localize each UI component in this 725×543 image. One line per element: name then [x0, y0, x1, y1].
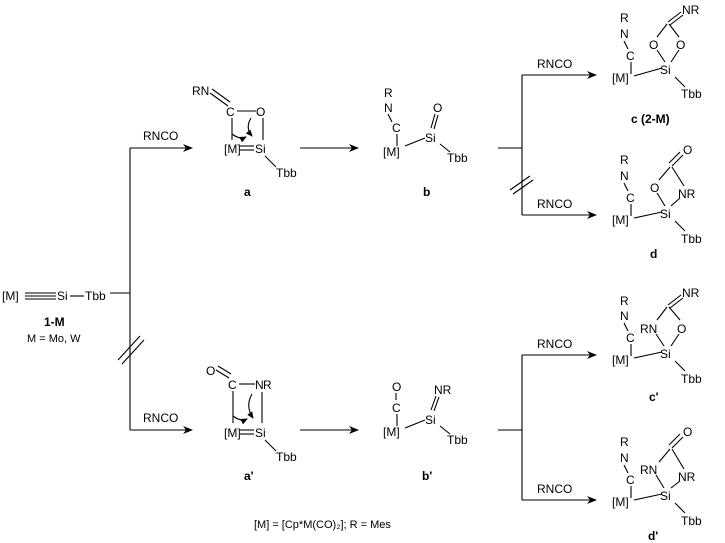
nr-group: NR [678, 187, 696, 201]
metal-atom: [M] [612, 353, 629, 367]
label-a-prime: a' [244, 469, 254, 483]
label-b-prime: b' [422, 469, 432, 483]
reagent-label: RNCO [537, 337, 572, 351]
silicon-atom: Si [425, 413, 436, 427]
rn-group: RN [192, 84, 209, 98]
rn-group: RN [640, 322, 657, 336]
label-c: c (2-M) [631, 112, 670, 126]
intermediate-a: RN C O [M] Si Tbb a [192, 84, 297, 199]
nr-group: NR [434, 383, 452, 397]
reagent-label: RNCO [537, 57, 572, 71]
tbb-group: Tbb [85, 289, 106, 303]
r-substituent: R [620, 153, 629, 167]
nr-group: NR [682, 286, 700, 300]
metal-atom: [M] [383, 425, 400, 439]
r-substituent: R [620, 294, 629, 308]
intermediate-a-prime: O C N R [M] Si Tbb a' [206, 364, 297, 483]
carbon-atom: C [392, 121, 401, 135]
metal-atom: [M] [2, 289, 19, 303]
carbon-atom: C [626, 191, 635, 205]
silicon-atom: Si [57, 289, 68, 303]
metal-atom: [M] [612, 71, 629, 85]
metal-atom: [M] [612, 495, 629, 509]
nitrogen-atom: N [620, 451, 629, 465]
compound-1-M: [M] Si Tbb 1-M M = Mo, W [2, 289, 106, 345]
carbon-atom: C [626, 473, 635, 487]
label-d: d [650, 247, 657, 261]
silicon-atom: Si [255, 142, 266, 156]
oxygen-atom: O [650, 181, 659, 195]
oxygen-atom: O [392, 380, 401, 394]
oxygen-atom: O [683, 425, 692, 439]
branch-b-prime: RNCO RNCO [498, 337, 597, 504]
reagent-label-bottom: RNCO [143, 411, 178, 425]
intermediate-b-prime: O C [M] Si NR Tbb b' [383, 380, 468, 483]
oxygen-atom: O [676, 38, 685, 52]
carbon-atom: C [626, 49, 635, 63]
metal-atom: [M] [224, 142, 241, 156]
oxygen-atom: O [433, 101, 442, 115]
carbon-atom: C [626, 331, 635, 345]
nitrogen-atom: N [620, 309, 629, 323]
branch-b: RNCO RNCO [498, 57, 597, 219]
oxygen-atom: O [677, 322, 686, 336]
tbb-group: Tbb [447, 151, 468, 165]
metal-note: M = Mo, W [27, 333, 81, 345]
oxygen-atom: O [206, 364, 215, 378]
silicon-atom: Si [660, 63, 671, 77]
nitrogen-atom: N [620, 27, 629, 41]
nitrogen-atom: N [384, 101, 393, 115]
tbb-group: Tbb [681, 372, 702, 386]
label-d-prime: d' [648, 529, 658, 543]
oxygen-atom: O [683, 143, 692, 157]
product-c-prime: R N C [M] Si RN O NR Tbb c' [612, 286, 702, 404]
label-a: a [244, 185, 251, 199]
footnote: [M] = [Cp*M(CO)₂]; R = Mes [254, 519, 391, 531]
oxygen-atom: O [649, 38, 658, 52]
r-substituent: R [263, 378, 272, 392]
label-1-M: 1-M [44, 315, 65, 329]
silicon-atom: Si [425, 131, 436, 145]
metal-atom: [M] [224, 426, 241, 440]
intermediate-b: R N C [M] Si O Tbb b [383, 86, 468, 199]
main-branch: RNCO RNCO [110, 129, 193, 434]
product-d: R N C [M] Si O NR O Tbb d [612, 143, 702, 261]
product-d-prime: R N C [M] Si RN NR O Tbb d' [612, 425, 702, 543]
tbb-group: Tbb [681, 514, 702, 528]
carbon-atom: C [392, 401, 401, 415]
tbb-group: Tbb [276, 450, 297, 464]
silicon-atom: Si [660, 207, 671, 221]
oxygen-atom: O [256, 105, 265, 119]
reagent-label: RNCO [537, 197, 572, 211]
nr-group: NR [678, 470, 696, 484]
metal-atom: [M] [383, 145, 400, 159]
nr-group: NR [682, 3, 700, 17]
tbb-group: Tbb [681, 232, 702, 246]
silicon-atom: Si [255, 426, 266, 440]
metal-atom: [M] [612, 213, 629, 227]
reagent-label: RNCO [537, 482, 572, 496]
carbon-atom: C [226, 105, 235, 119]
label-b: b [423, 185, 430, 199]
nitrogen-atom: N [255, 378, 264, 392]
silicon-atom: Si [660, 347, 671, 361]
carbon-atom: C [228, 378, 237, 392]
tbb-group: Tbb [447, 433, 468, 447]
rn-group: RN [640, 463, 657, 477]
reagent-label-top: RNCO [143, 129, 178, 143]
tbb-group: Tbb [681, 87, 702, 101]
r-substituent: R [620, 11, 629, 25]
label-c-prime: c' [649, 390, 659, 404]
r-substituent: R [384, 86, 393, 100]
r-substituent: R [620, 435, 629, 449]
tbb-group: Tbb [276, 166, 297, 180]
nitrogen-atom: N [620, 169, 629, 183]
silicon-atom: Si [660, 489, 671, 503]
product-c: R N C [M] Si O O NR Tbb c (2-M) [612, 3, 702, 126]
